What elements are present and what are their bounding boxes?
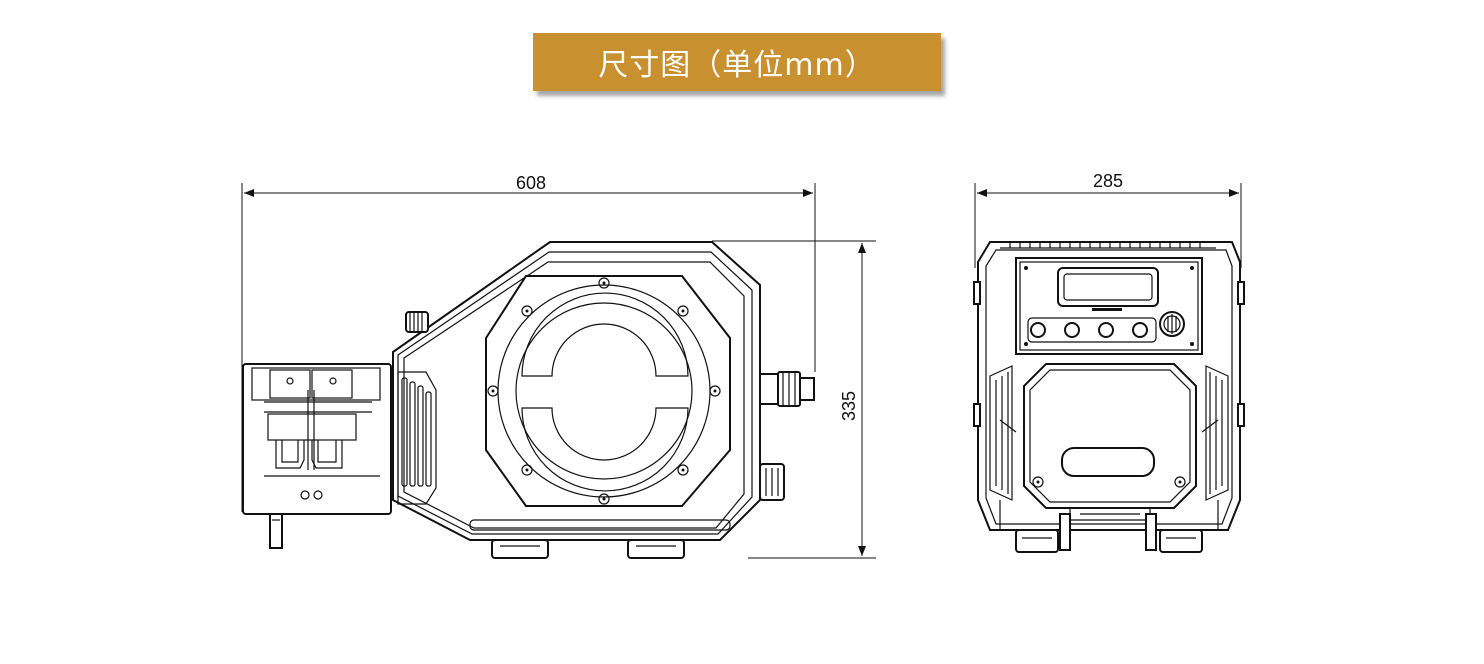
pump-head: [242, 363, 392, 549]
front-height-label: 335: [839, 391, 859, 421]
front-height-dimension: 335: [712, 240, 876, 559]
top-ridge: [1000, 242, 1216, 249]
side-width-dimension: 285: [974, 171, 1242, 268]
control-panel: [1015, 257, 1203, 355]
title-banner: 尺寸图（单位mm）: [533, 33, 941, 91]
side-vents: [989, 365, 1229, 501]
side-connectors: [759, 371, 815, 501]
front-feet: [491, 539, 685, 559]
side-cover: [1023, 363, 1197, 521]
side-feet: [999, 500, 1219, 553]
side-view: [973, 241, 1245, 553]
front-view: [242, 241, 815, 559]
front-width-dimension: 608: [241, 173, 816, 512]
side-width-label: 285: [1093, 171, 1123, 191]
cover-plate: [485, 275, 731, 507]
front-width-label: 608: [516, 173, 546, 193]
